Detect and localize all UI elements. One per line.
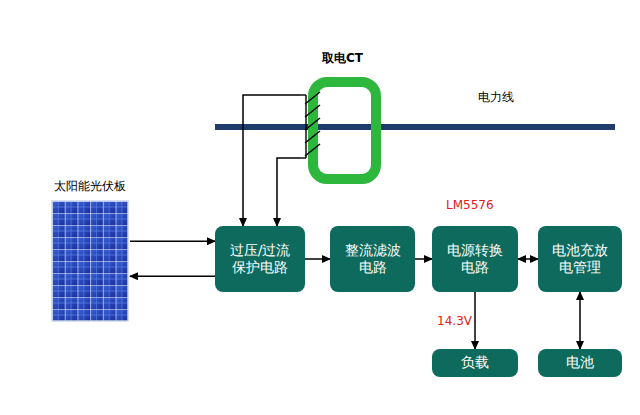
process-box: 过压/过流保护电路 [215, 226, 305, 292]
box-text: 电源转换电路 [443, 242, 507, 277]
box-text: 负载 [443, 354, 507, 372]
output-box: 负载 [432, 349, 518, 377]
connector [579, 292, 581, 349]
solar-panel [52, 201, 128, 321]
box-text: 整流滤波电路 [341, 242, 405, 277]
node-caption: 太阳能光伏板 [50, 178, 130, 195]
connector [415, 258, 432, 260]
process-box: 整流滤波电路 [330, 226, 415, 292]
connector [277, 158, 300, 226]
connector [130, 275, 215, 277]
power-line [215, 124, 615, 130]
box-text: 电池充放电管理 [548, 242, 612, 277]
connector [243, 95, 300, 226]
connector [305, 258, 330, 260]
solar-panel-node: 太阳能光伏板 [50, 182, 130, 322]
connector [474, 292, 476, 349]
connector [130, 240, 215, 242]
power-line-label: 电力线 [478, 89, 514, 106]
box-text: 过压/过流保护电路 [228, 242, 292, 277]
box-text: 电池 [548, 354, 612, 372]
process-box: 电池充放电管理 [538, 226, 622, 292]
ct-node: 取电CT [300, 48, 385, 184]
voltage-label: 14.3V [437, 314, 472, 328]
ct-core [313, 82, 376, 179]
node-caption: 取电CT [300, 50, 385, 67]
chip-label: LM5576 [446, 198, 494, 212]
output-box: 电池 [538, 349, 622, 377]
process-box: 电源转换电路 [432, 226, 518, 292]
connector [518, 258, 538, 260]
ct-coil [300, 92, 320, 158]
